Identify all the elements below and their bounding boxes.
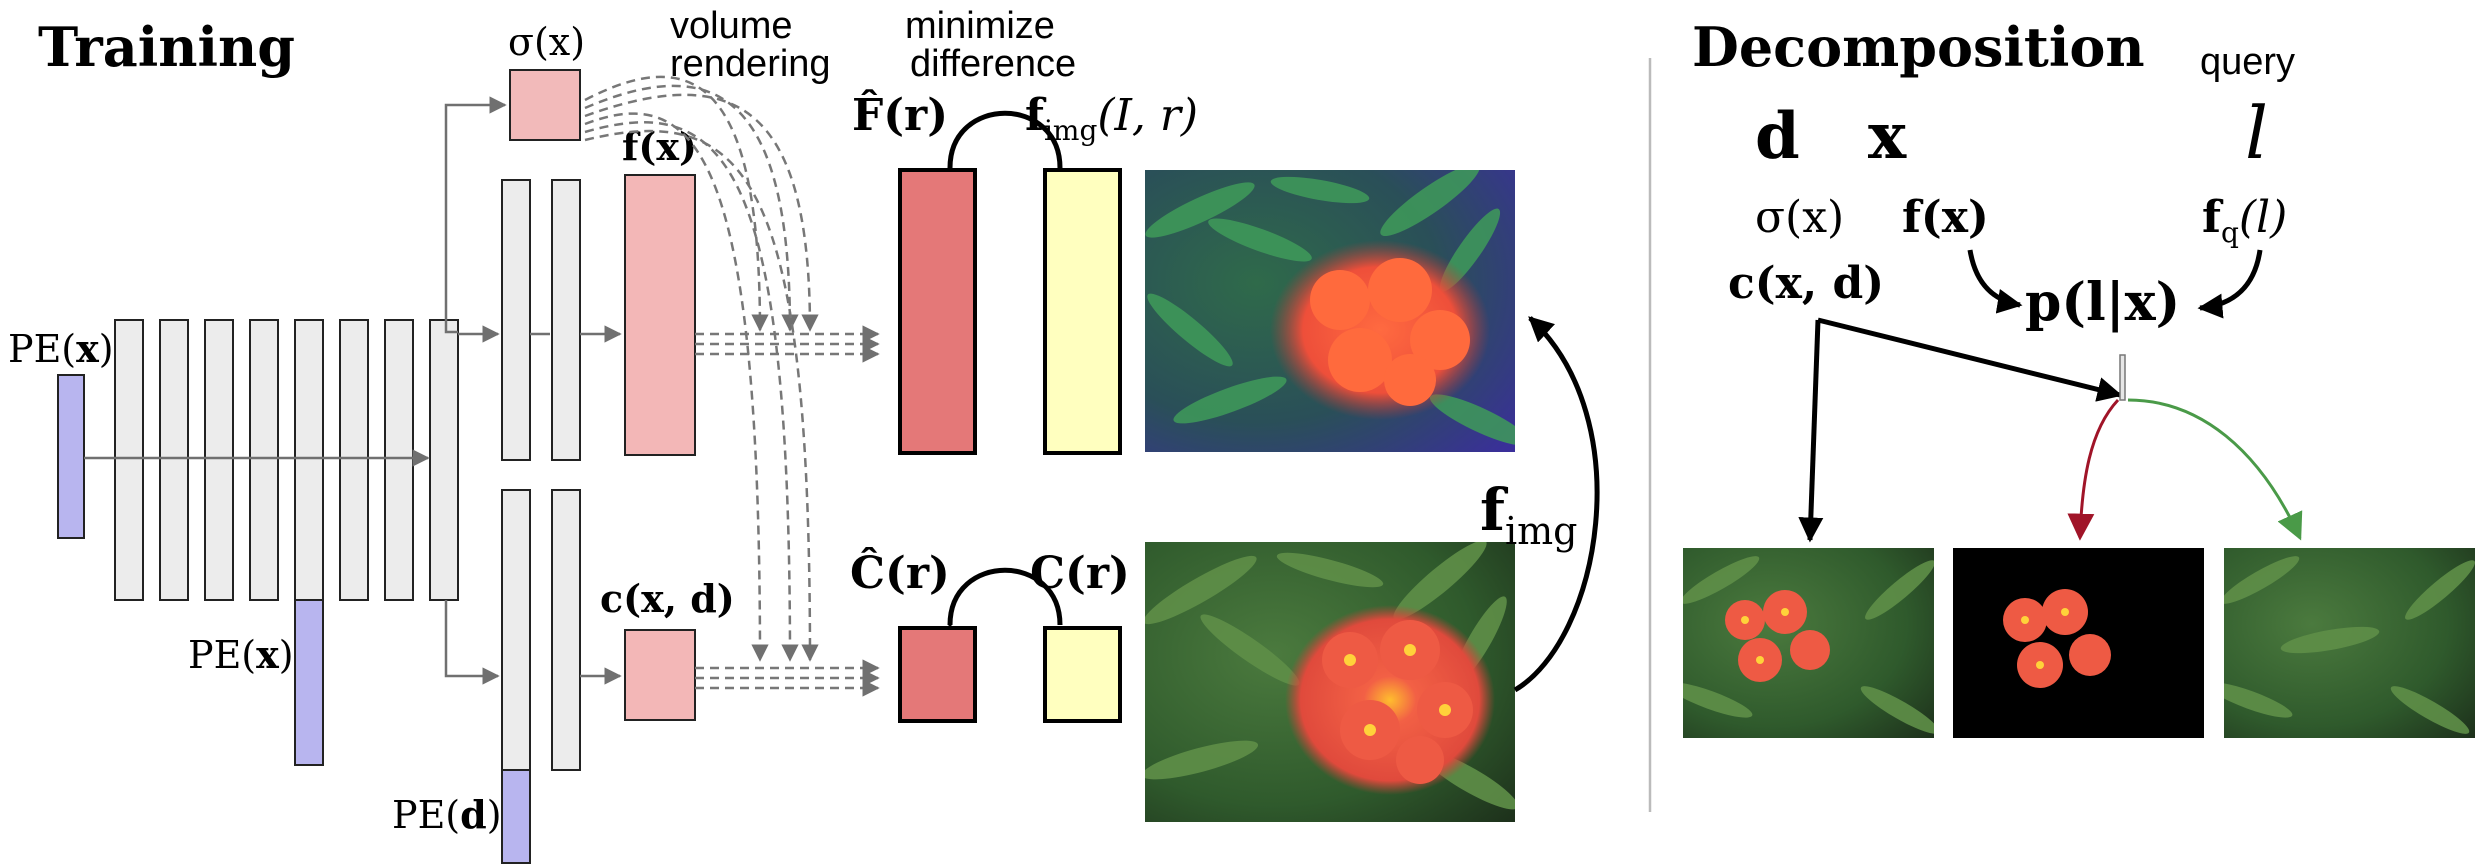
mlp-layer-3 — [204, 319, 234, 601]
feature-layer-1 — [501, 179, 531, 461]
mlp-layer-2 — [159, 319, 189, 601]
pe-x-label-skip: PE(x) — [188, 632, 294, 677]
decomp-photo-rest — [2224, 548, 2475, 738]
feature-layer-2 — [551, 179, 581, 461]
x-symbol: x — [1868, 99, 1907, 174]
arrow-to-color-branch — [444, 600, 500, 685]
decomposition-heading: Decomposition — [1692, 15, 2145, 79]
C-gt-color-box — [1043, 626, 1122, 723]
decomp-flower-centers — [2021, 608, 2069, 669]
volume-rendering-line2: rendering — [670, 43, 831, 85]
minimize-line2: difference — [910, 43, 1076, 85]
mlp-trunk — [114, 319, 459, 601]
mlp-layer-5 — [294, 319, 324, 601]
pe-x-label-top: PE(x) — [8, 326, 114, 371]
feature-visualization-image — [1145, 170, 1515, 452]
arrow-red-to-flower — [2067, 398, 2120, 541]
c-color-box — [624, 629, 696, 721]
mlp-layer-7 — [384, 319, 414, 601]
pe-d-label: PE(d) — [392, 792, 502, 837]
C-rendered-color-box — [898, 626, 977, 723]
f-img-extraction-arc — [1513, 316, 1600, 693]
compare-arc-top — [937, 110, 1063, 191]
dec-f-x-label: f(x) — [1902, 192, 1989, 243]
pe-x-skip-block — [294, 599, 324, 766]
arrow-fq-to-p — [2197, 249, 2263, 319]
mlp-layer-4 — [249, 319, 279, 601]
pe-d-block — [501, 769, 531, 864]
arrow-to-sigma — [444, 96, 507, 334]
dec-c-xd-label: c(x, d) — [1728, 258, 1884, 309]
f-feature-box — [624, 174, 696, 456]
d-symbol: d — [1755, 99, 1800, 174]
arrow-to-full-render — [1798, 319, 1824, 543]
color-layer-2 — [551, 489, 581, 771]
query-label: query — [2200, 41, 2295, 83]
arrow-green-to-rest — [2127, 398, 2303, 541]
dec-f-q-l-label: fq(l) — [2202, 192, 2287, 249]
p-l-given-x-label: p(l|x) — [2025, 272, 2180, 333]
volume-rendering-line1: volume — [670, 5, 793, 47]
dec-sigma-x-label: σ(x) — [1755, 192, 1844, 243]
mlp-layer-8 — [429, 319, 459, 601]
C-r-label: C(r) — [1030, 548, 1130, 599]
f-img-Ir-label: fimg(I, r) — [1025, 90, 1198, 147]
mlp-layer-1 — [114, 319, 144, 601]
mlp-layer-6 — [339, 319, 369, 601]
sigma-x-label: σ(x) — [508, 20, 585, 64]
volume-rendering-dashes — [584, 75, 880, 697]
f-img-feature-box — [1043, 168, 1122, 455]
f-img-big-label: fimg — [1480, 476, 1577, 553]
c-xd-label: c(x, d) — [600, 576, 735, 621]
sigma-box — [509, 69, 581, 141]
F-hat-r-label: F̂(r) — [852, 88, 948, 141]
minimize-line1: minimize — [905, 5, 1055, 47]
decomp-photo-full — [1683, 548, 1934, 738]
training-heading: Training — [38, 15, 295, 79]
arrow-to-split — [1817, 317, 2123, 402]
split-gate — [2119, 354, 2126, 401]
pe-x-input-block — [57, 374, 85, 539]
compare-arc-bottom — [937, 567, 1063, 648]
arrow-f-to-p — [1967, 249, 2023, 314]
F-rendered-feature-box — [898, 168, 977, 455]
C-hat-r-label: Ĉ(r) — [850, 546, 950, 599]
l-symbol: l — [2245, 91, 2268, 175]
rgb-photo-image — [1145, 542, 1515, 822]
color-layer-1 — [501, 489, 531, 771]
